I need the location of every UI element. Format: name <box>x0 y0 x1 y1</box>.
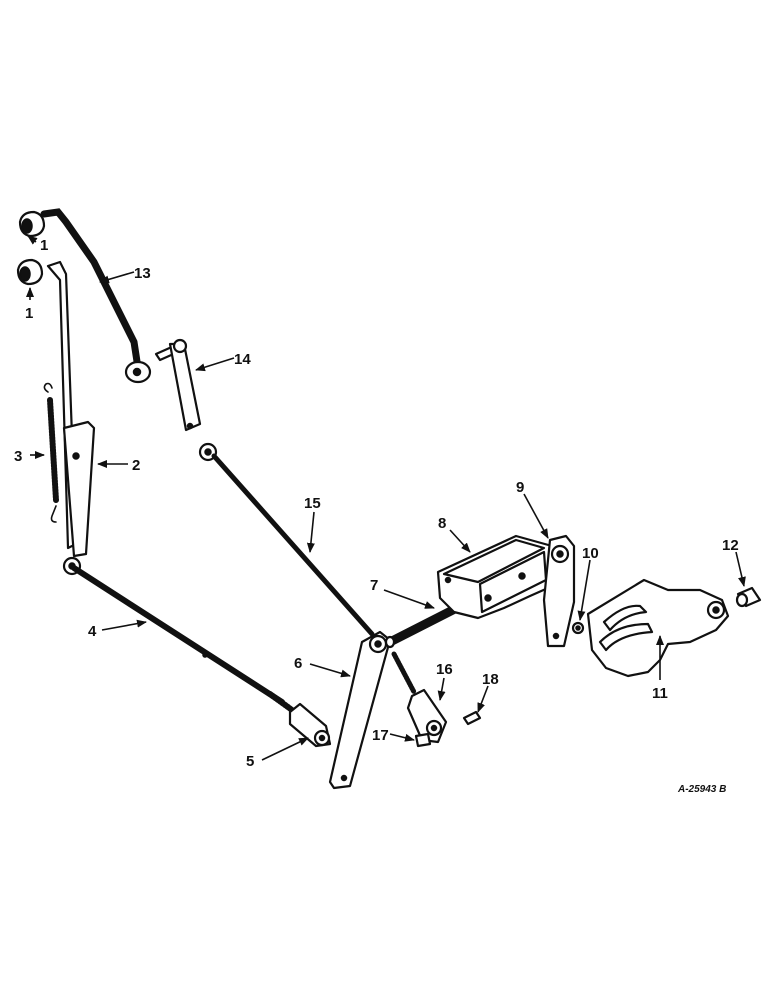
pin-17 <box>414 732 432 748</box>
callout-9: 9 <box>516 479 524 496</box>
callout-1-upper: 1 <box>40 237 48 254</box>
bracket-9 <box>542 534 576 648</box>
lever-2 <box>46 260 96 576</box>
callout-8: 8 <box>438 515 446 532</box>
cotter-18 <box>462 710 482 726</box>
drawing-reference-number: A-25943 B <box>677 784 726 795</box>
callout-16: 16 <box>436 661 453 678</box>
callout-13: 13 <box>134 265 151 282</box>
callout-11: 11 <box>652 685 668 702</box>
callout-2: 2 <box>132 457 140 474</box>
callout-14: 14 <box>234 351 251 368</box>
callout-18: 18 <box>482 671 499 688</box>
spring-3 <box>43 382 59 523</box>
housing-8 <box>436 534 558 620</box>
callout-3: 3 <box>14 448 22 465</box>
callout-leaders <box>26 235 746 761</box>
callout-15: 15 <box>304 495 321 512</box>
arm-6 <box>328 630 392 790</box>
callout-1-lower: 1 <box>25 305 33 322</box>
crank-14 <box>154 338 202 432</box>
callout-labels: 1 1 3 2 4 5 6 7 8 9 10 11 12 13 14 15 16… <box>14 237 739 770</box>
rod-4 <box>71 565 295 713</box>
callout-6: 6 <box>294 655 302 672</box>
washer-10 <box>571 621 585 635</box>
callout-4: 4 <box>88 623 97 640</box>
callout-5: 5 <box>246 753 254 770</box>
clevis-5 <box>288 702 332 748</box>
knob-upper <box>18 210 46 238</box>
callout-7: 7 <box>370 577 378 594</box>
quadrant-11 <box>586 578 730 678</box>
bent-rod-13 <box>40 208 152 384</box>
callout-10: 10 <box>582 545 599 562</box>
clevis-16 <box>391 651 448 744</box>
bushing-12 <box>735 586 762 608</box>
callout-17: 17 <box>372 727 389 744</box>
knob-lower <box>16 258 44 286</box>
callout-12: 12 <box>722 537 739 554</box>
rod-15 <box>198 442 375 637</box>
